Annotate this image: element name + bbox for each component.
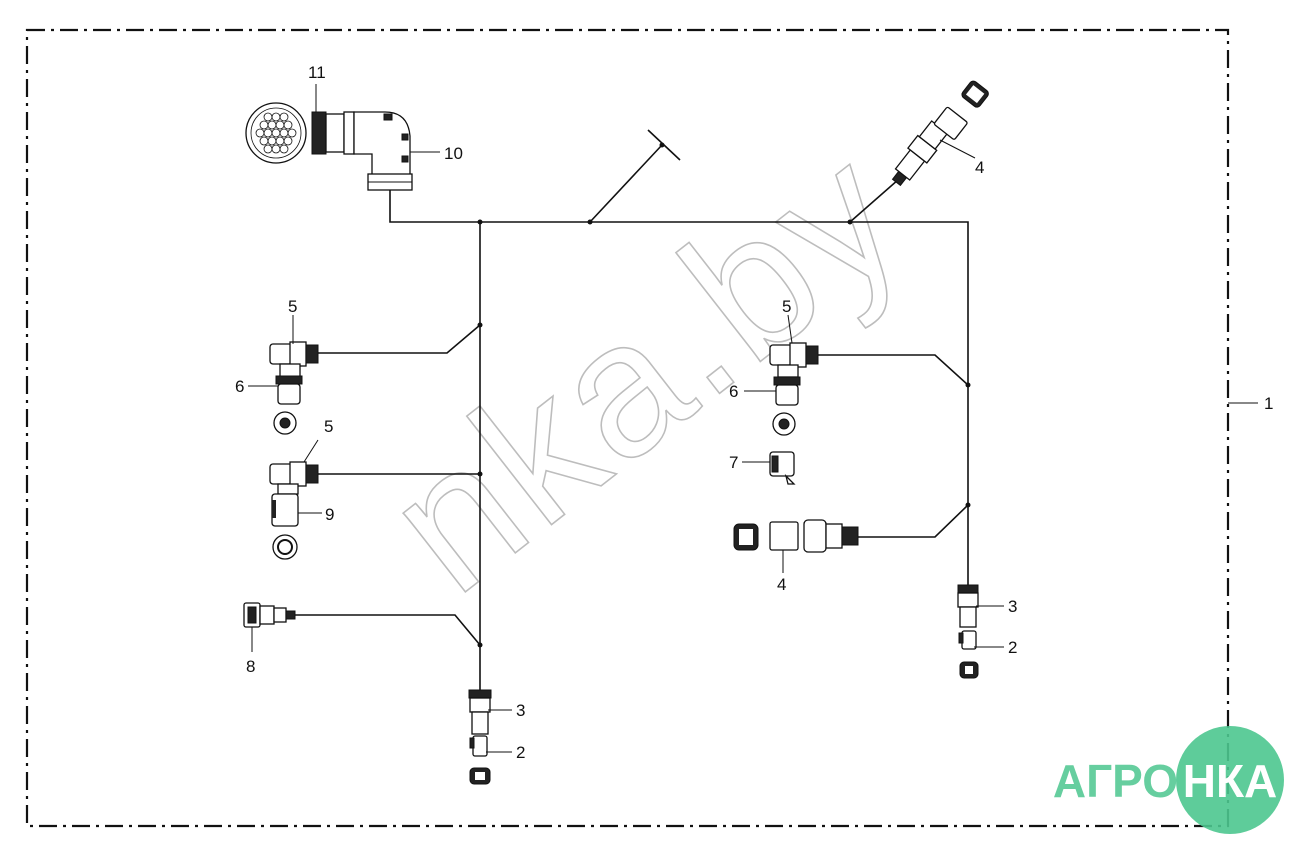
connector-4-upper [891,80,989,187]
callout-6-left: 6 [235,377,244,396]
callout-4-upper: 4 [975,158,984,177]
callout-3-center: 3 [516,701,525,720]
agronka-logo: АГРО НКА [1053,726,1284,834]
callout-5-right: 5 [782,297,791,316]
watermark: nka.by [349,105,941,633]
connector-3-2-center [468,689,492,785]
callout-2-center: 2 [516,743,525,762]
callout-5-left-upper: 5 [288,297,297,316]
main-elbow-connector [311,111,413,191]
connector-5-6-left-upper [269,341,319,435]
assembly-frame [25,28,1230,828]
callout-1: 1 [1264,394,1273,413]
callout-9: 9 [325,505,334,524]
watermark-text: nka.by [350,106,941,632]
callout-labels: 1 11 10 4 5 6 5 9 8 3 2 5 6 7 4 3 2 [235,63,1273,762]
callout-2-right: 2 [1008,638,1017,657]
callout-10: 10 [444,144,463,163]
connector-5-6-right [769,342,819,436]
logo-text-right: НКА [1183,755,1278,807]
callout-6-right: 6 [729,382,738,401]
callout-5-left-lower: 5 [324,417,333,436]
logo-circle [1176,726,1284,834]
leader-5b [303,439,319,463]
leader-5c [787,314,793,344]
round-connector-face [245,102,307,164]
connector-5-9-left [269,461,319,560]
connector-3-2-right [957,584,979,679]
connector-4-lower [733,519,859,553]
harness-wires [295,129,971,690]
leader-4-upper [939,139,976,159]
callout-7: 7 [729,453,738,472]
callout-4-lower: 4 [777,575,786,594]
connector-7 [769,451,796,485]
logo-text-left: АГРО [1053,755,1178,807]
callout-11: 11 [308,63,326,82]
callout-8: 8 [246,657,255,676]
callout-3-right: 3 [1008,597,1017,616]
connector-8 [243,602,296,628]
